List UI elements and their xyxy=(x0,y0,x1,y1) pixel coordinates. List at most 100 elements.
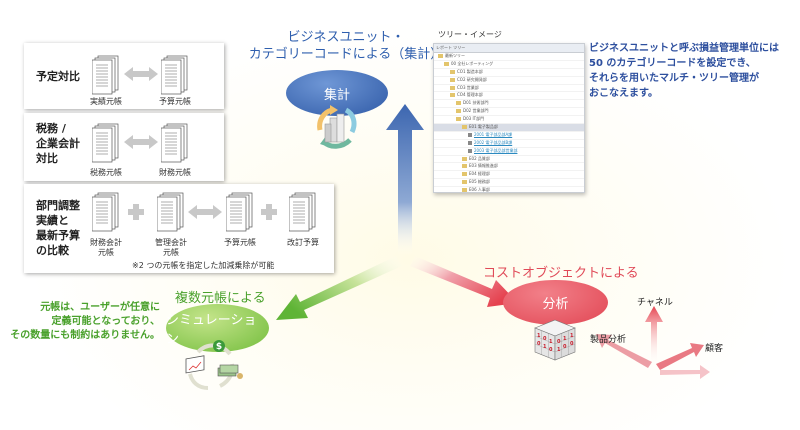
simulation-description: 元帳は、ユーザーが任意に 定義可能となっており、 その数量にも制約はありません。 xyxy=(8,301,160,343)
description-line: ビジネスユニットと呼ぶ損益管理単位には xyxy=(589,43,779,54)
tree-image-title: ツリー・イメージ xyxy=(438,30,502,39)
tree-row-label: E01 電子製品部 xyxy=(469,124,498,130)
svg-text:1: 1 xyxy=(537,333,541,339)
doc-label-line: 元帳 xyxy=(98,248,114,257)
aggregation-title: ビジネスユニット・ カテゴリーコードによる（集計） xyxy=(246,29,446,63)
title-line: 企業会計 xyxy=(36,137,80,150)
tree-row-label: 2003 電子部品部営業部 xyxy=(474,147,518,153)
title-line: 実績と xyxy=(36,214,69,227)
tree-row-label: 00 全社レポーティング xyxy=(451,60,494,66)
tree-row[interactable]: E06 人事部 xyxy=(434,187,584,193)
tree-row-label: E04 経理部 xyxy=(469,171,490,177)
panel-title: 予定対比 xyxy=(36,70,80,83)
tree-row-label: 最新ツリー xyxy=(445,53,465,58)
tree-row-label: 2001 電子部品部A課 xyxy=(474,131,513,137)
ledger-document-icon xyxy=(289,192,316,232)
tree-row[interactable]: CO2 研究開発部 xyxy=(434,77,584,85)
doc-label: 財務会計 元帳 xyxy=(76,238,136,258)
folder-icon xyxy=(462,156,467,161)
arrow-channel xyxy=(645,306,663,365)
comparison-panel-tax: 税務 / 企業会計 対比 税務元帳 財務元帳 xyxy=(24,113,224,181)
tree-row[interactable]: CO3 営業部 xyxy=(434,85,584,93)
tree-row-label: D03 IT部門 xyxy=(463,116,485,122)
document-icon xyxy=(468,132,472,137)
tree-row[interactable]: 最新ツリー xyxy=(434,53,584,61)
ledger-document-icon xyxy=(92,123,119,163)
document-icon xyxy=(468,148,472,153)
folder-icon xyxy=(462,125,467,130)
tree-row-label: E03 情報推進部 xyxy=(469,163,498,169)
aggregation-ellipse: 集計 xyxy=(286,70,388,116)
tree-row-label: 2002 電子部品部B課 xyxy=(474,139,513,145)
tree-row[interactable]: E04 経理部 xyxy=(434,171,584,180)
description-line: 定義可能となっており、 xyxy=(51,316,161,327)
title-line: 対比 xyxy=(36,152,58,165)
tree-row[interactable]: D01 技術部門 xyxy=(434,100,584,109)
tree-row[interactable]: D02 営業部門 xyxy=(434,108,584,117)
double-arrow-icon xyxy=(124,67,158,81)
tree-row[interactable]: CO1 製造本部 xyxy=(434,69,584,77)
tree-row-label: CO3 営業部 xyxy=(457,84,479,90)
double-arrow-icon xyxy=(188,205,222,219)
doc-label-line: 管理会計 xyxy=(155,238,187,247)
tree-row-label: CO4 管理本部 xyxy=(457,92,483,98)
svg-text:1: 1 xyxy=(557,347,561,353)
doc-label: 財務元帳 xyxy=(159,168,191,177)
tree-header: レポート ツリー xyxy=(434,44,584,53)
folder-icon xyxy=(462,172,467,177)
doc-label-line: 財務会計 xyxy=(90,238,122,247)
aggregation-cycle-icon xyxy=(317,105,357,149)
tree-row[interactable]: 2003 電子部品部営業部 xyxy=(434,148,584,156)
tree-row[interactable]: D03 IT部門 xyxy=(434,116,584,125)
tree-row-label: E05 総務部 xyxy=(469,179,490,185)
tree-row[interactable]: 2001 電子部品部A課 xyxy=(434,132,584,140)
description-line: それらを用いたマルチ・ツリー管理が xyxy=(589,73,759,84)
description-line: おこなえます。 xyxy=(589,88,658,99)
panel-title: 部門調整 実績と 最新予算 の比較 xyxy=(36,198,80,258)
tree-row-label: CO2 研究開発部 xyxy=(457,76,487,82)
panel-title: 税務 / 企業会計 対比 xyxy=(36,121,80,166)
folder-icon xyxy=(462,180,467,185)
folder-icon xyxy=(450,85,455,90)
ledger-document-icon xyxy=(157,192,184,232)
tree-row[interactable]: E05 総務部 xyxy=(434,179,584,188)
title-line: 税務 / xyxy=(36,122,66,135)
folder-icon xyxy=(450,93,455,98)
folder-icon xyxy=(462,164,467,169)
doc-label-line: 元帳 xyxy=(163,248,179,257)
simulation-cycle-icon: $ xyxy=(185,340,243,390)
ledger-document-icon xyxy=(161,55,188,95)
folder-icon xyxy=(456,109,461,114)
title-line: の比較 xyxy=(36,244,69,257)
tree-row-label: E06 人事部 xyxy=(469,187,490,193)
calculation-note: ※2 つの元帳を指定した加減乗除が可能 xyxy=(132,261,275,270)
folder-icon xyxy=(456,101,461,106)
folder-icon xyxy=(456,117,461,122)
svg-text:0: 0 xyxy=(557,339,561,345)
ledger-document-icon xyxy=(92,55,119,95)
tree-row[interactable]: CO4 管理本部 xyxy=(434,92,584,101)
comparison-panel-budget: 予定対比 実績元帳 予算元帳 xyxy=(24,43,224,109)
title-line: 最新予算 xyxy=(36,229,80,242)
description-line: 50 のカテゴリーコードを設定でき、 xyxy=(589,58,756,69)
tree-row[interactable]: 00 全社レポーティング xyxy=(434,61,584,69)
tree-row[interactable]: E03 情報推進部 xyxy=(434,163,584,172)
tree-row[interactable]: E01 電子製品部 xyxy=(434,124,584,132)
analysis-ellipse: 分析 xyxy=(503,280,608,325)
analysis-title: コストオブジェクトによる xyxy=(483,266,639,281)
ledger-document-icon xyxy=(92,192,119,232)
multi-tree-description: ビジネスユニットと呼ぶ損益管理単位には 50 のカテゴリーコードを設定でき、 そ… xyxy=(589,41,779,101)
plus-icon xyxy=(261,204,277,220)
doc-label: 税務元帳 xyxy=(90,168,122,177)
tree-row[interactable]: 2002 電子部品部B課 xyxy=(434,140,584,148)
svg-text:0: 0 xyxy=(537,341,541,347)
svg-text:1: 1 xyxy=(563,336,567,342)
simulation-title: 複数元帳による xyxy=(175,291,266,306)
folder-icon xyxy=(444,61,449,66)
title-line: ビジネスユニット・ xyxy=(287,30,405,45)
svg-text:1: 1 xyxy=(543,344,547,350)
tree-row[interactable]: E02 品質部 xyxy=(434,156,584,164)
